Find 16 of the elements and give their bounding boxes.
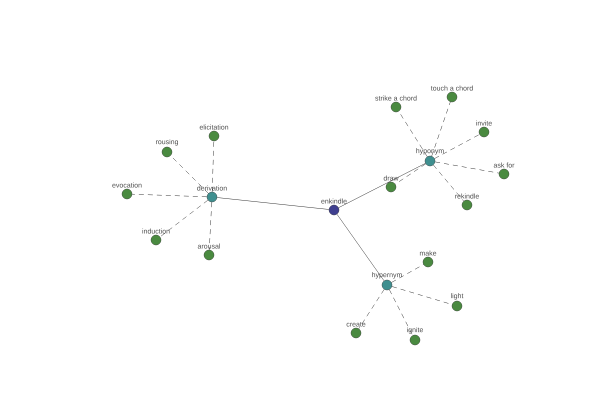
connector-line — [338, 163, 426, 208]
dashed-line — [391, 264, 424, 283]
dashed-line — [434, 162, 500, 174]
dashed-line — [160, 200, 208, 238]
dashed-line — [389, 289, 413, 336]
dashed-line — [358, 289, 384, 329]
connector-line — [336, 214, 384, 281]
dashed-line — [132, 194, 207, 198]
dashed-line — [395, 164, 426, 184]
dashed-line — [432, 102, 451, 156]
dashed-line — [212, 141, 214, 192]
dashed-line — [434, 134, 480, 159]
dashed-line — [209, 202, 212, 250]
dashed-line — [170, 155, 209, 194]
connector-line — [216, 197, 330, 210]
dashed-line — [433, 164, 464, 202]
